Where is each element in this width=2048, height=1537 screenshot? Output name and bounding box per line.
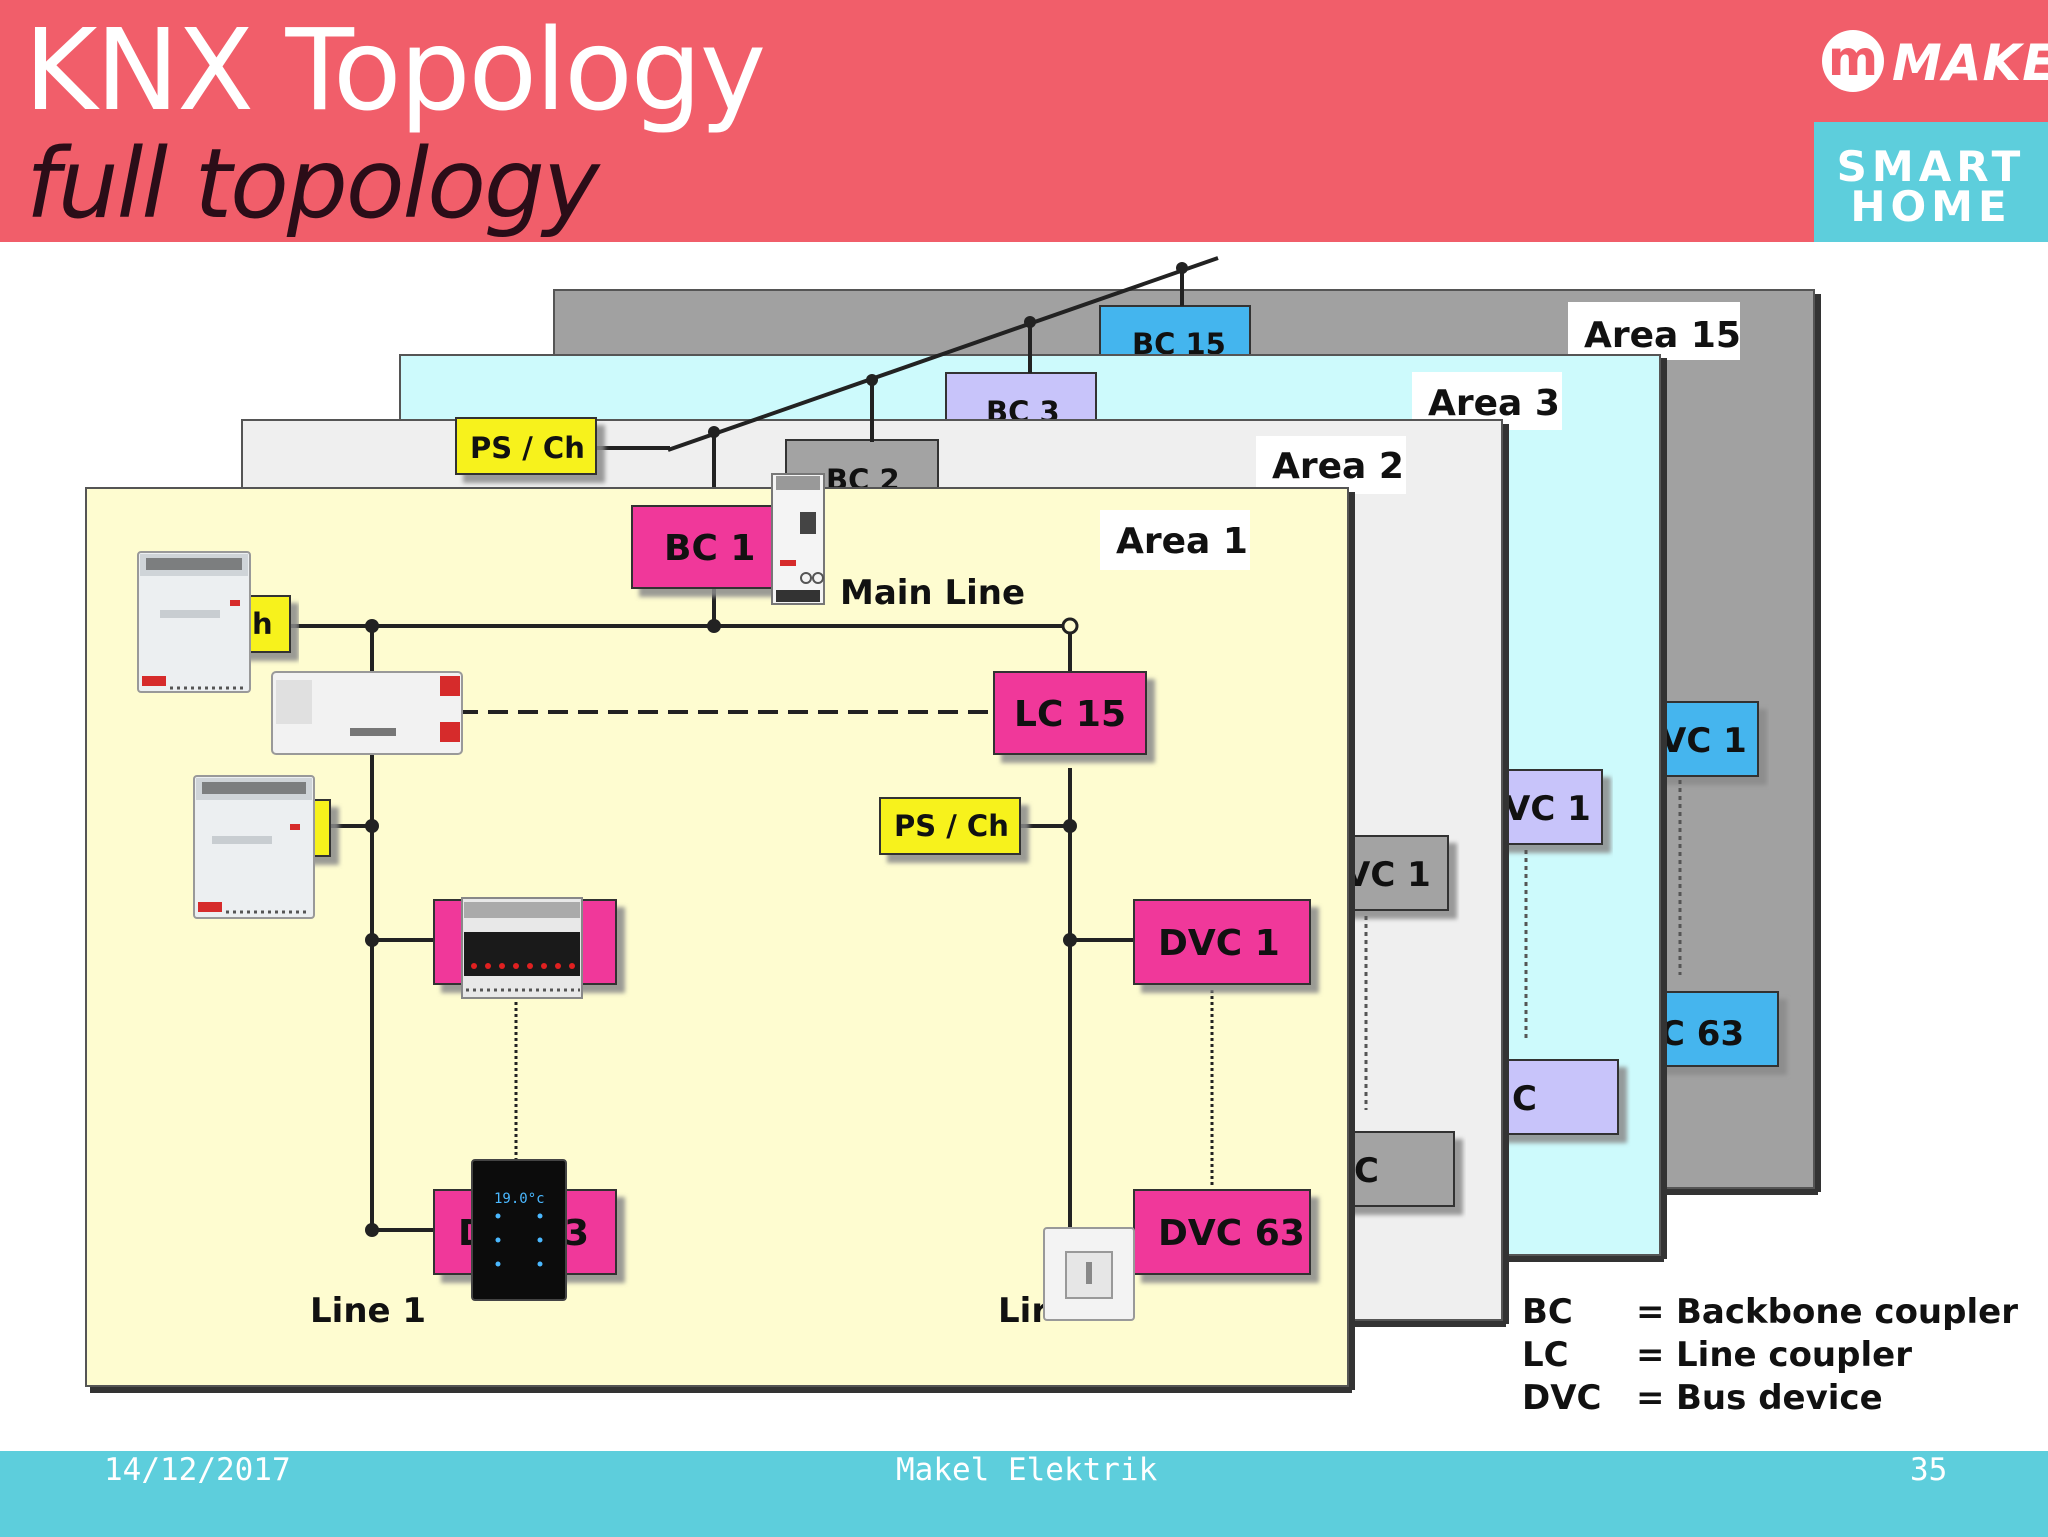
footer-date: 14/12/2017 bbox=[104, 1452, 291, 1488]
slide-footer bbox=[0, 1451, 2048, 1537]
makel-logo-icon: m bbox=[1822, 30, 1884, 92]
area3-dvc63-box bbox=[1493, 1059, 1619, 1135]
dvc63-label: DVC 63 bbox=[1158, 1213, 1305, 1254]
backbone-ps-box bbox=[455, 417, 597, 475]
area-2-label: Area 2 bbox=[1272, 446, 1404, 487]
area3-dvc63-label: C bbox=[1512, 1079, 1537, 1119]
legend-lc-abbr: LC bbox=[1522, 1335, 1569, 1375]
area2-dvc1-label: VC 1 bbox=[1344, 855, 1431, 895]
area-3-label: Area 3 bbox=[1428, 383, 1560, 424]
legend-dvc-equals: = bbox=[1636, 1378, 1665, 1418]
area15-dvc63-box bbox=[1647, 991, 1779, 1067]
junction-dot bbox=[365, 819, 379, 833]
area-1-label: Area 1 bbox=[1116, 521, 1248, 562]
area15-dvc1-label: VC 1 bbox=[1660, 721, 1747, 761]
legend-lc-equals: = bbox=[1636, 1335, 1665, 1375]
legend-bc-meaning: Backbone coupler bbox=[1676, 1292, 2018, 1332]
line1-label: Line 1 bbox=[310, 1291, 426, 1331]
power-supply-device-icon-2 bbox=[193, 775, 315, 919]
makel-logo-text: MAKEL bbox=[1892, 34, 2048, 92]
ip-router-device-icon bbox=[771, 473, 825, 605]
slide-title: KNX Topology bbox=[24, 6, 766, 136]
thermostat-readout: 19.0°c bbox=[494, 1191, 545, 1207]
area2-dvc63-box bbox=[1335, 1131, 1455, 1207]
backbone-line bbox=[596, 256, 1219, 512]
backbone-ps-label: PS / Ch bbox=[470, 431, 585, 465]
area-2-label-box bbox=[1256, 436, 1406, 494]
area1-ps-label: h bbox=[252, 607, 273, 641]
junction-dot bbox=[1061, 617, 1079, 635]
power-supply-device-icon bbox=[137, 551, 251, 693]
line-ps-label: PS / Ch bbox=[894, 809, 1009, 843]
dvc1-box bbox=[1133, 899, 1311, 985]
smart-home-line2: HOME bbox=[1850, 182, 2012, 231]
junction-dot bbox=[1063, 819, 1077, 833]
legend-dvc-abbr: DVC bbox=[1522, 1378, 1602, 1418]
area-1-label-box bbox=[1100, 510, 1250, 570]
junction-dot bbox=[365, 619, 379, 633]
main-line-label: Main Line bbox=[840, 573, 1025, 613]
dvc63-box bbox=[1133, 1189, 1311, 1275]
legend-bc-equals: = bbox=[1636, 1292, 1665, 1332]
junction-dot bbox=[365, 1223, 379, 1237]
junction-dot bbox=[365, 933, 379, 947]
bc15-box bbox=[1099, 305, 1251, 361]
area-15-label: Area 15 bbox=[1584, 315, 1741, 356]
slide-subtitle: full topology bbox=[26, 128, 600, 240]
dvc1-label: DVC 1 bbox=[1158, 923, 1280, 964]
line1-dvc63-label-right: 3 bbox=[564, 1213, 589, 1254]
footer-company: Makel Elektrik bbox=[896, 1452, 1158, 1488]
line-ps-box bbox=[879, 797, 1021, 855]
switch-actuator-device-icon bbox=[461, 897, 583, 999]
legend-bc-abbr: BC bbox=[1522, 1292, 1573, 1332]
line15-label: Lir bbox=[998, 1291, 1048, 1331]
area15-dvc63-label: C 63 bbox=[1660, 1014, 1744, 1054]
area2-dvc63-label: C bbox=[1354, 1151, 1379, 1191]
line-coupler-device-icon bbox=[271, 671, 463, 755]
bus-junction-dots bbox=[365, 617, 1079, 1237]
smart-home-line1: SMART bbox=[1836, 142, 2026, 191]
bc3-box bbox=[945, 372, 1097, 428]
junction-dot bbox=[707, 619, 721, 633]
lc15-box bbox=[993, 671, 1147, 755]
thermostat-device-icon: 19.0°c bbox=[471, 1159, 567, 1301]
lc15-label: LC 15 bbox=[1014, 694, 1126, 735]
junction-dot bbox=[1063, 933, 1077, 947]
wall-switch-device-icon bbox=[1043, 1227, 1135, 1321]
area3-dvc1-label: VC 1 bbox=[1504, 789, 1591, 829]
legend-dvc-meaning: Bus device bbox=[1676, 1378, 1883, 1418]
area-15-label-box bbox=[1568, 302, 1740, 360]
bc1-label: BC 1 bbox=[664, 528, 755, 569]
knx-topology-diagram: Area 15 BC 15 VC 1 C 63 Area 3 BC 3 VC 1… bbox=[85, 256, 1821, 1393]
footer-page-number: 35 bbox=[1910, 1452, 1948, 1488]
smart-home-badge bbox=[1814, 122, 2048, 242]
legend-lc-meaning: Line coupler bbox=[1676, 1335, 1912, 1375]
slide-header bbox=[0, 0, 1814, 242]
